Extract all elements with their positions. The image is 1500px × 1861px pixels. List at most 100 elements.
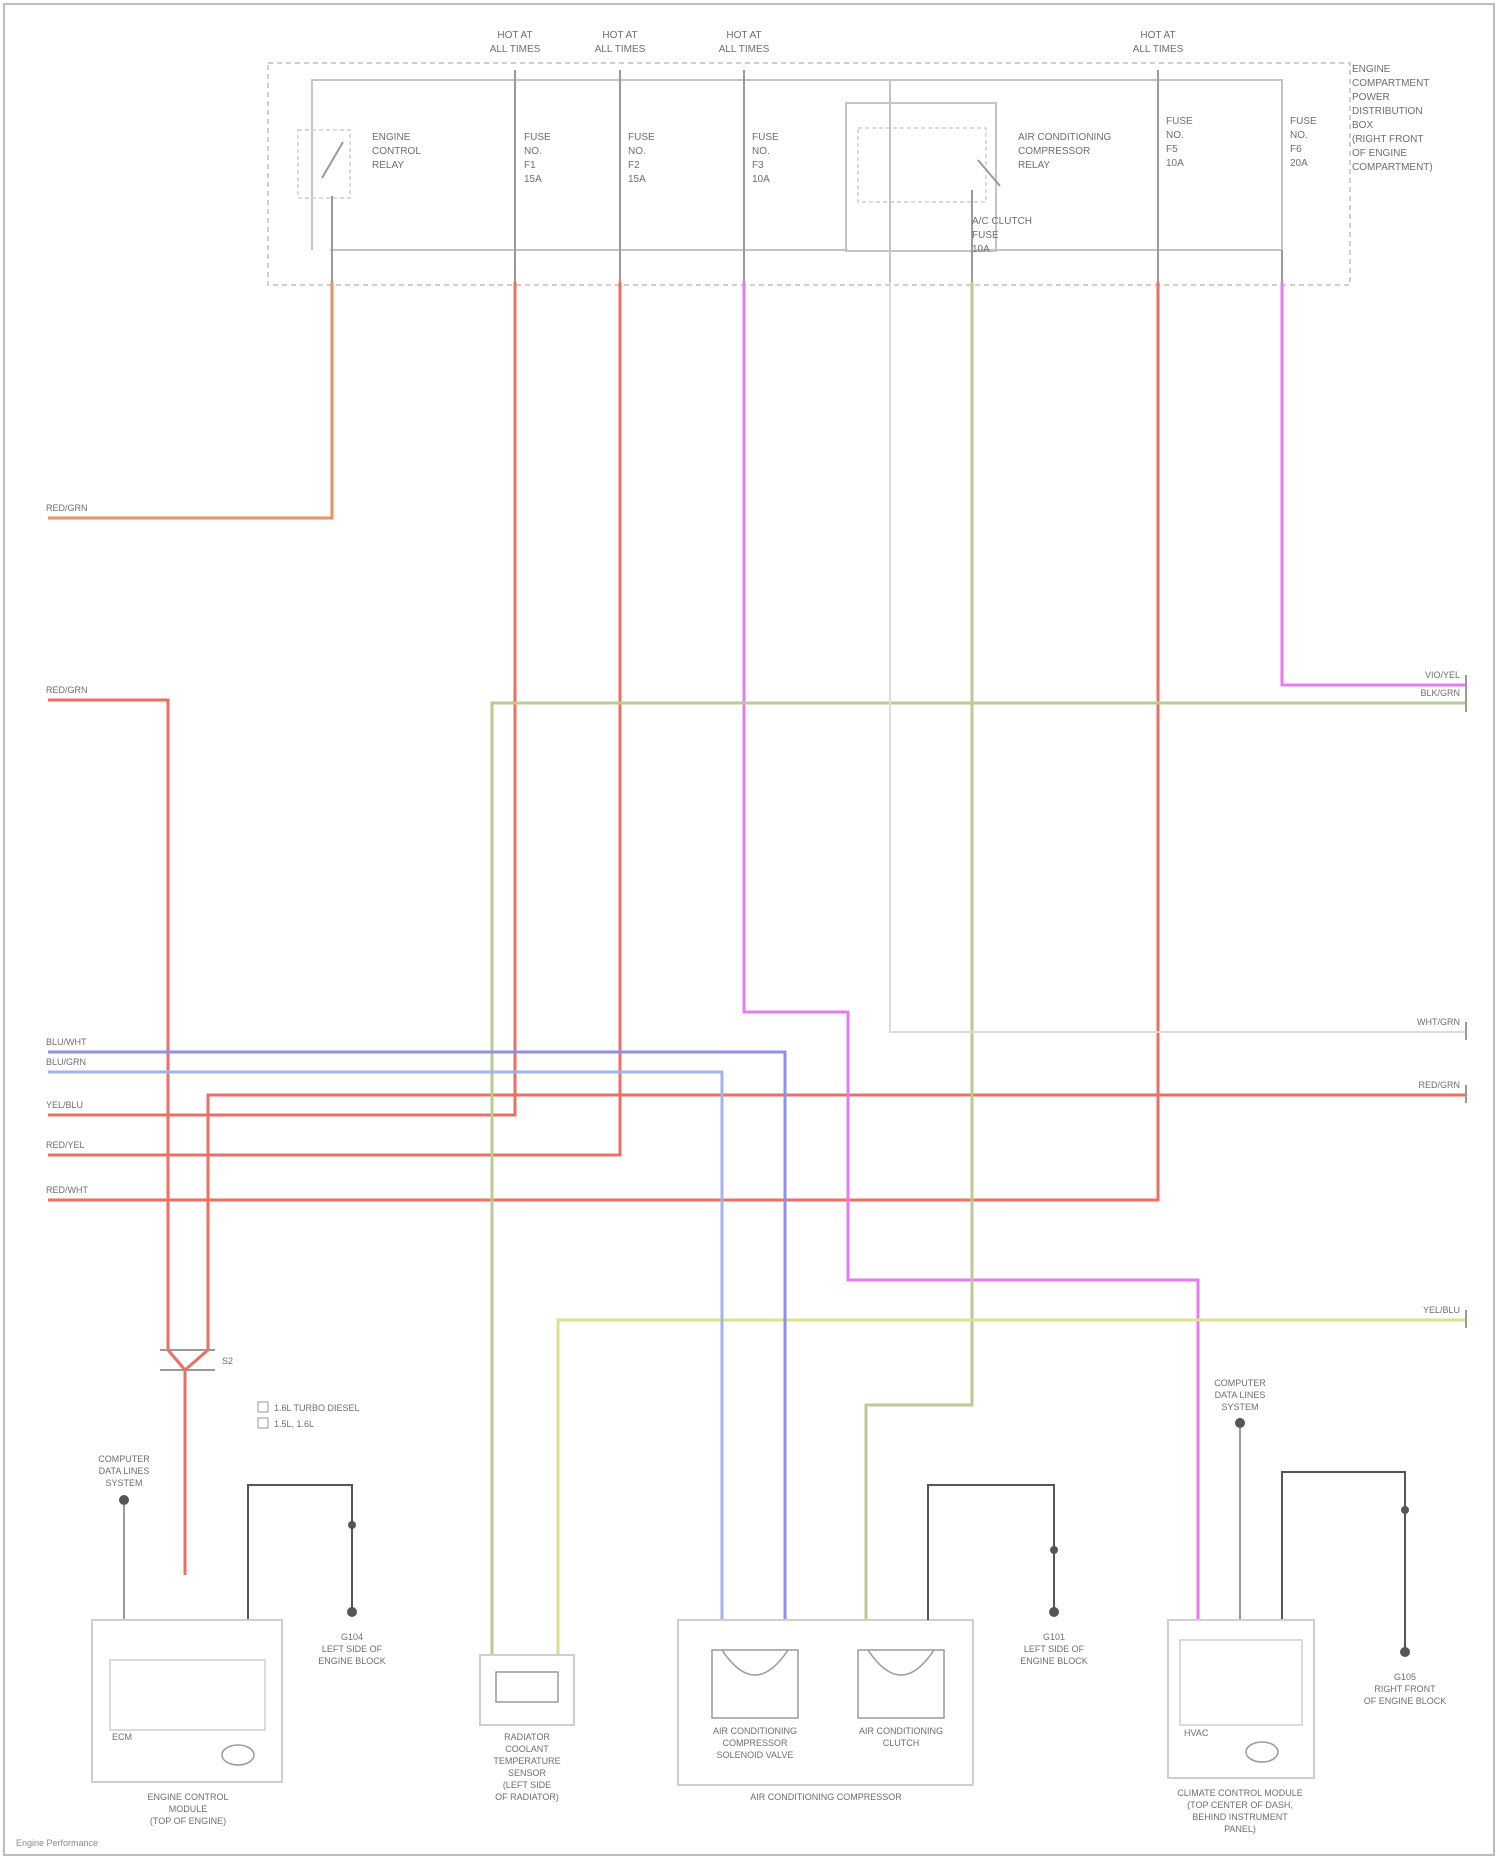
compressor-group-box [678, 1620, 973, 1785]
svg-text:20A: 20A [1290, 158, 1308, 169]
svg-text:ALL TIMES: ALL TIMES [595, 44, 646, 55]
svg-text:RED/GRN: RED/GRN [1418, 1080, 1460, 1090]
svg-text:ENGINE: ENGINE [372, 132, 411, 143]
wire-violet-right [1282, 282, 1466, 685]
svg-text:CLIMATE CONTROL MODULE: CLIMATE CONTROL MODULE [1177, 1788, 1303, 1798]
svg-text:HOT AT: HOT AT [602, 30, 637, 41]
svg-text:SENSOR: SENSOR [508, 1768, 547, 1778]
svg-text:SYSTEM: SYSTEM [105, 1478, 142, 1488]
svg-text:YEL/BLU: YEL/BLU [1423, 1305, 1460, 1315]
top-fuse-ref-4: HOT AT ALL TIMES [1133, 30, 1184, 55]
svg-text:SYSTEM: SYSTEM [1221, 1402, 1258, 1412]
svg-text:VIO/YEL: VIO/YEL [1425, 670, 1460, 680]
fuse-e-label: FUSE NO. F6 20A [1290, 116, 1317, 169]
svg-text:RED/GRN: RED/GRN [46, 685, 88, 695]
svg-text:FUSE: FUSE [628, 132, 655, 143]
internal-bus [312, 80, 1282, 250]
svg-text:HOT AT: HOT AT [1140, 30, 1175, 41]
power-block-outline [268, 63, 1350, 285]
ground-left-label: G104 LEFT SIDE OF ENGINE BLOCK [318, 1632, 386, 1666]
ecm-ground-wire [248, 1485, 357, 1620]
svg-text:HOT AT: HOT AT [497, 30, 532, 41]
svg-text:10A: 10A [1166, 158, 1184, 169]
svg-text:COMPRESSOR: COMPRESSOR [722, 1738, 788, 1748]
engine-relay-switch [322, 142, 343, 178]
svg-text:PANEL): PANEL) [1224, 1824, 1256, 1834]
wire-red-left [48, 700, 168, 1350]
wire-red-b [48, 282, 620, 1155]
svg-text:HVAC: HVAC [1184, 1728, 1209, 1738]
footer-label: Engine Performance [16, 1838, 98, 1848]
ground-mid-label: G101 LEFT SIDE OF ENGINE BLOCK [1020, 1632, 1088, 1666]
engine-relay-box [298, 130, 350, 198]
svg-text:G104: G104 [341, 1632, 363, 1642]
coolant-sensor-box [480, 1655, 574, 1725]
ecm-title: ENGINE CONTROL MODULE (TOP OF ENGINE) [147, 1792, 228, 1826]
svg-text:FUSE: FUSE [752, 132, 779, 143]
svg-text:DISTRIBUTION: DISTRIBUTION [1352, 106, 1423, 117]
svg-text:CLUTCH: CLUTCH [883, 1738, 920, 1748]
svg-text:ALL TIMES: ALL TIMES [490, 44, 541, 55]
svg-text:RED/WHT: RED/WHT [46, 1185, 88, 1195]
svg-text:LEFT SIDE OF: LEFT SIDE OF [322, 1644, 383, 1654]
svg-text:ENGINE BLOCK: ENGINE BLOCK [318, 1656, 386, 1666]
svg-text:POWER: POWER [1352, 92, 1390, 103]
fuse-d-label: FUSE NO. F5 10A [1166, 116, 1193, 169]
climate-module-title: CLIMATE CONTROL MODULE (TOP CENTER OF DA… [1177, 1788, 1303, 1834]
svg-text:FUSE: FUSE [1166, 116, 1193, 127]
ecm-box: ECM [92, 1620, 282, 1782]
svg-text:G101: G101 [1043, 1632, 1065, 1642]
svg-text:SOLENOID VALVE: SOLENOID VALVE [717, 1750, 794, 1760]
svg-text:ALL TIMES: ALL TIMES [1133, 44, 1184, 55]
svg-text:BLU/WHT: BLU/WHT [46, 1037, 87, 1047]
svg-text:F1: F1 [524, 160, 536, 171]
svg-text:15A: 15A [524, 174, 542, 185]
svg-text:AIR CONDITIONING: AIR CONDITIONING [1018, 132, 1112, 143]
svg-text:COMPUTER: COMPUTER [1214, 1378, 1266, 1388]
wire-green [492, 703, 1466, 1655]
svg-text:(LEFT SIDE: (LEFT SIDE [503, 1780, 551, 1790]
svg-text:NO.: NO. [524, 146, 542, 157]
svg-text:WHT/GRN: WHT/GRN [1417, 1017, 1460, 1027]
svg-text:COMPARTMENT): COMPARTMENT) [1352, 162, 1433, 173]
wire-red-ecm [208, 1095, 1466, 1350]
compressor-right-title: AIR CONDITIONING CLUTCH [859, 1726, 943, 1748]
svg-text:COMPARTMENT: COMPARTMENT [1352, 78, 1429, 89]
svg-text:10A: 10A [752, 174, 770, 185]
svg-text:OF RADIATOR): OF RADIATOR) [495, 1792, 559, 1802]
svg-text:NO.: NO. [1166, 130, 1184, 141]
climate-module-box: HVAC [1168, 1620, 1314, 1778]
wire-orange-relay [48, 282, 332, 518]
wire-yellow [558, 1320, 1466, 1655]
coolant-sensor-title: RADIATOR COOLANT TEMPERATURE SENSOR (LEF… [493, 1732, 560, 1802]
engine-relay-label: ENGINE CONTROL RELAY [372, 132, 421, 171]
svg-text:DATA LINES: DATA LINES [99, 1466, 150, 1476]
svg-text:BOX: BOX [1352, 120, 1373, 131]
svg-text:RELAY: RELAY [372, 160, 404, 171]
wire-green-ac [866, 282, 972, 1620]
svg-text:15A: 15A [628, 174, 646, 185]
svg-text:DATA LINES: DATA LINES [1215, 1390, 1266, 1400]
svg-text:(RIGHT FRONT: (RIGHT FRONT [1352, 134, 1423, 145]
svg-text:COMPUTER: COMPUTER [98, 1454, 150, 1464]
svg-text:ENGINE BLOCK: ENGINE BLOCK [1020, 1656, 1088, 1666]
svg-text:MODULE: MODULE [169, 1804, 208, 1814]
svg-text:ENGINE: ENGINE [1352, 64, 1391, 75]
compressor-ground-wire [928, 1485, 1059, 1620]
ac-relay-outer [846, 103, 996, 251]
fuse-c-label: FUSE NO. F3 10A [752, 132, 779, 185]
top-fuse-ref-3: HOT AT ALL TIMES [719, 30, 770, 55]
svg-text:FUSE: FUSE [972, 230, 999, 241]
right-ref: COMPUTER DATA LINES SYSTEM [1214, 1378, 1266, 1620]
legend: 1.6L TURBO DIESEL 1.5L, 1.6L [258, 1402, 360, 1429]
svg-text:F5: F5 [1166, 144, 1178, 155]
fuse-a-label: FUSE NO. F1 15A [524, 132, 551, 185]
power-block-title: ENGINE COMPARTMENT POWER DISTRIBUTION BO… [1352, 64, 1433, 173]
right-rail-labels: VIO/YEL BLK/GRN WHT/GRN RED/GRN YEL/BLU [1417, 670, 1460, 1315]
compressor-left-title: AIR CONDITIONING COMPRESSOR SOLENOID VAL… [713, 1726, 797, 1760]
svg-text:RIGHT FRONT: RIGHT FRONT [1374, 1684, 1436, 1694]
ac-relay-label: AIR CONDITIONING COMPRESSOR RELAY [1018, 132, 1112, 171]
svg-text:HOT AT: HOT AT [726, 30, 761, 41]
svg-text:LEFT SIDE OF: LEFT SIDE OF [1024, 1644, 1085, 1654]
